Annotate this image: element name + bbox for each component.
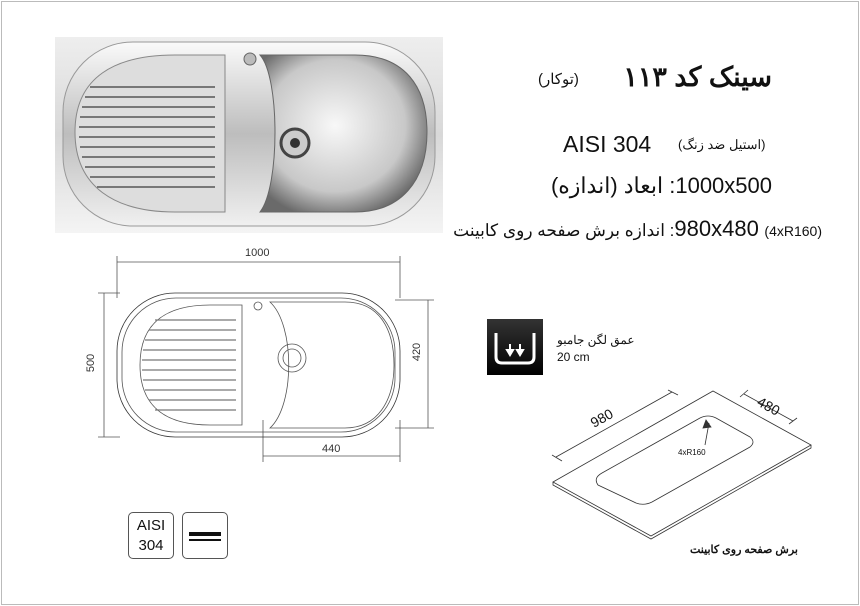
material-label: (استیل ضد زنگ) (678, 137, 766, 152)
dim-width: 1000 (245, 247, 270, 259)
cutout-radius-label: 4xR160 (678, 448, 706, 457)
cutout-radius: (4xR160) (764, 223, 822, 239)
depth-value: 20 cm (557, 350, 590, 364)
cutout-spec: (4xR160) 980x480: اندازه برش صفحه روی کا… (453, 216, 822, 242)
aisi-badge: AISI 304 (128, 512, 174, 559)
aisi-badge-line2: 304 (138, 537, 164, 554)
product-title: سینک کد ۱۱۳ (623, 62, 772, 92)
cutout-label: : اندازه برش صفحه روی کابینت (453, 221, 675, 240)
dim-bowl-width: 440 (322, 443, 341, 455)
cutout-value: 980x480 (674, 216, 759, 241)
product-photo (55, 37, 443, 233)
cutout-caption: برش صفحه روی کابینت (690, 544, 798, 556)
thickness-icon (182, 512, 228, 559)
dimensions-label: : ابعاد (اندازه) (550, 173, 676, 198)
dimensions: 1000x500: ابعاد (اندازه) (551, 173, 772, 199)
depth-label: عمق لگن جامبو (557, 333, 635, 347)
material-code: AISI 304 (563, 131, 652, 157)
bowl-depth-icon (487, 319, 543, 375)
aisi-badge-line1: AISI (136, 517, 166, 534)
dimensions-value: 1000x500 (675, 173, 772, 198)
product-type: (توکار) (538, 71, 579, 88)
